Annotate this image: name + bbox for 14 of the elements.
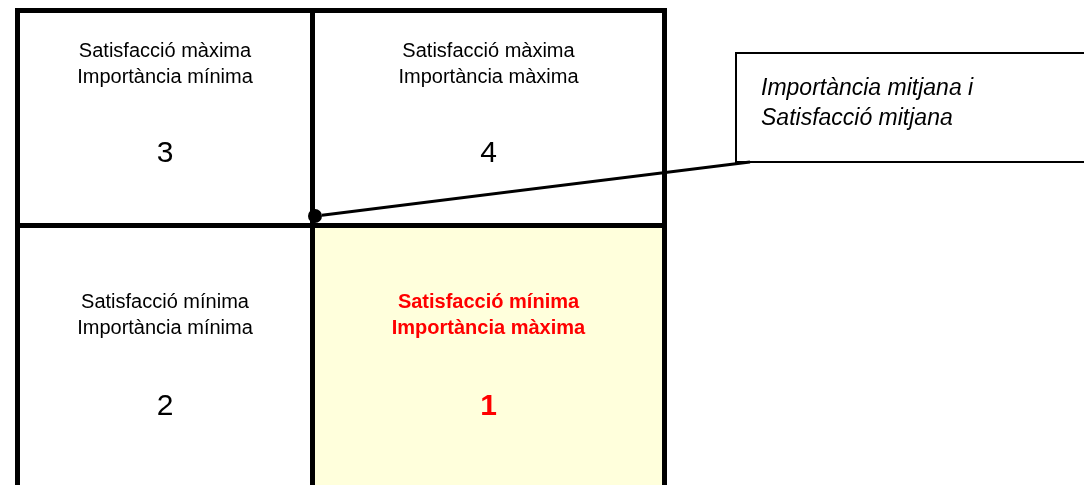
quadrant-label: Satisfacció mínima Importància mínima bbox=[76, 289, 254, 340]
matrix-cell bbox=[315, 228, 667, 485]
callout-box bbox=[735, 52, 1084, 163]
quadrant-number: 3 bbox=[155, 135, 175, 169]
callout-text: Importància mitjana i Satisfacció mitjana bbox=[761, 73, 975, 132]
quadrant-number: 1 bbox=[479, 388, 498, 422]
quadrant-label: Satisfacció màxima Importància màxima bbox=[397, 38, 580, 89]
matrix-cell bbox=[15, 8, 315, 228]
quadrant-label: Satisfacció mínima Importància màxima bbox=[390, 289, 587, 340]
quadrant-number: 4 bbox=[479, 135, 498, 169]
junction-dot bbox=[308, 209, 322, 223]
quadrant-label: Satisfacció màxima Importància mínima bbox=[76, 38, 254, 89]
quadrant-number: 2 bbox=[155, 388, 175, 422]
leader-line bbox=[321, 160, 751, 217]
